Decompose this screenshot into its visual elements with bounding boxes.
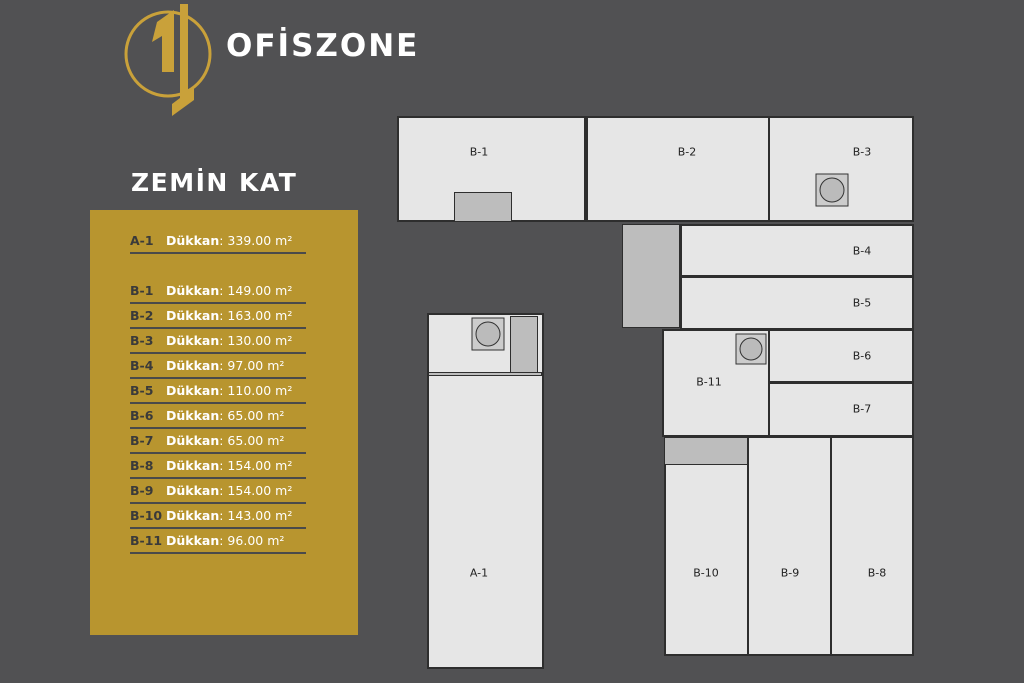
unit-type: Dükkan	[166, 358, 220, 373]
unit-area: : 154.00 m²	[219, 458, 293, 473]
unit-area: : 339.00 m²	[219, 233, 293, 248]
unit-code: B-5	[130, 383, 154, 398]
unit-row: B-1 Dükkan: 149.00 m²	[130, 280, 306, 304]
label-b11: B-11	[696, 375, 722, 389]
unit-row: A-1 Dükkan: 339.00 m²	[130, 230, 306, 254]
unit-area: : 65.00 m²	[219, 433, 285, 448]
unit-b7[interactable]	[768, 382, 914, 437]
elevator-icon	[735, 333, 767, 365]
unit-area: : 149.00 m²	[219, 283, 293, 298]
unit-code: B-6	[130, 408, 154, 423]
unit-type: Dükkan	[166, 333, 220, 348]
unit-b5[interactable]	[680, 276, 914, 330]
unit-b8[interactable]	[830, 436, 914, 656]
unit-area: : 130.00 m²	[219, 333, 293, 348]
unit-code: B-8	[130, 458, 154, 473]
unit-area: : 163.00 m²	[219, 308, 293, 323]
label-b1: B-1	[469, 145, 489, 159]
unit-row: B-4 Dükkan: 97.00 m²	[130, 355, 306, 379]
label-b3: B-3	[852, 145, 872, 159]
label-b2: B-2	[677, 145, 697, 159]
unit-code: B-7	[130, 433, 154, 448]
label-b7: B-7	[852, 402, 872, 416]
unit-type: Dükkan	[166, 508, 220, 523]
unit-code: B-9	[130, 483, 154, 498]
floor-title: ZEMİN KAT	[131, 168, 298, 197]
unit-type: Dükkan	[166, 533, 220, 548]
unit-code: A-1	[130, 233, 154, 248]
unit-code: B-11	[130, 533, 163, 548]
unit-area: : 65.00 m²	[219, 408, 285, 423]
unit-type: Dükkan	[166, 383, 220, 398]
unit-b6[interactable]	[768, 329, 914, 383]
stair-b10	[664, 437, 748, 465]
label-b6: B-6	[852, 349, 872, 363]
stair-a1	[510, 316, 538, 374]
ofiszone-logo	[124, 4, 212, 116]
unit-type: Dükkan	[166, 433, 220, 448]
unit-code: B-10	[130, 508, 163, 523]
unit-code: B-4	[130, 358, 154, 373]
stair-core	[622, 224, 680, 328]
unit-row: B-3 Dükkan: 130.00 m²	[130, 330, 306, 354]
unit-row: B-6 Dükkan: 65.00 m²	[130, 405, 306, 429]
elevator-icon	[815, 173, 849, 207]
unit-type: Dükkan	[166, 233, 220, 248]
unit-code: B-2	[130, 308, 154, 323]
wall-a1	[428, 372, 542, 376]
unit-type: Dükkan	[166, 408, 220, 423]
unit-b4[interactable]	[680, 224, 914, 277]
unit-area: : 96.00 m²	[219, 533, 285, 548]
unit-row: B-7 Dükkan: 65.00 m²	[130, 430, 306, 454]
unit-type: Dükkan	[166, 308, 220, 323]
label-b4: B-4	[852, 244, 872, 258]
unit-area: : 143.00 m²	[219, 508, 293, 523]
label-b9: B-9	[780, 566, 800, 580]
unit-b9[interactable]	[747, 436, 832, 656]
unit-code: B-3	[130, 333, 154, 348]
unit-type: Dükkan	[166, 483, 220, 498]
unit-row: B-9 Dükkan: 154.00 m²	[130, 480, 306, 504]
unit-row: B-5 Dükkan: 110.00 m²	[130, 380, 306, 404]
unit-b10[interactable]	[664, 436, 749, 656]
brand-name: OFİSZONE	[226, 28, 420, 64]
unit-b2[interactable]	[586, 116, 770, 222]
unit-row: B-8 Dükkan: 154.00 m²	[130, 455, 306, 479]
unit-area: : 154.00 m²	[219, 483, 293, 498]
stair-b1	[454, 192, 512, 222]
unit-code: B-1	[130, 283, 154, 298]
unit-area: : 97.00 m²	[219, 358, 285, 373]
label-b10: B-10	[693, 566, 719, 580]
elevator-icon	[471, 317, 505, 351]
label-b5: B-5	[852, 296, 872, 310]
unit-row: B-2 Dükkan: 163.00 m²	[130, 305, 306, 329]
unit-area: : 110.00 m²	[219, 383, 293, 398]
label-a1: A-1	[469, 566, 489, 580]
label-b8: B-8	[867, 566, 887, 580]
unit-type: Dükkan	[166, 458, 220, 473]
unit-type: Dükkan	[166, 283, 220, 298]
